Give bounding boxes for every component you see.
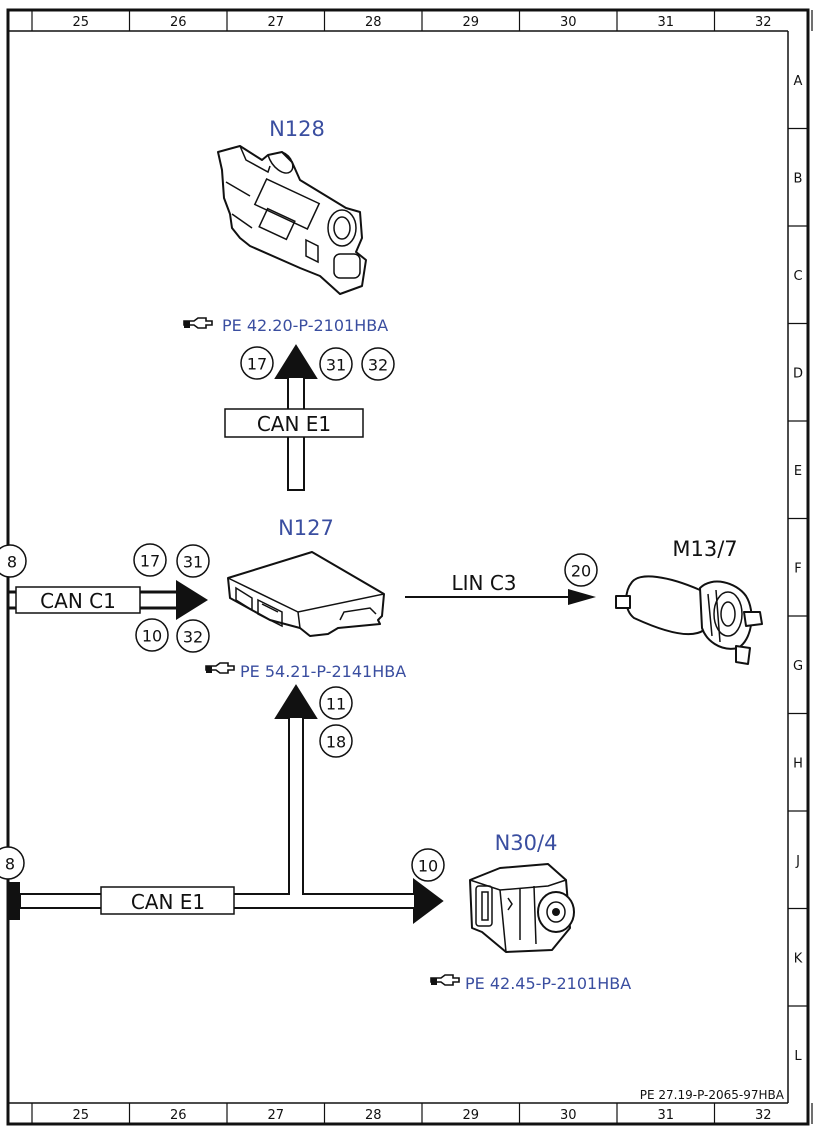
svg-text:18: 18 bbox=[326, 733, 346, 752]
pin-circle: 17 bbox=[133, 543, 167, 577]
svg-text:32: 32 bbox=[368, 356, 388, 375]
row-letter: H bbox=[793, 756, 803, 771]
column-number: 29 bbox=[462, 15, 479, 30]
pin-circle: 10 bbox=[411, 848, 445, 882]
svg-text:31: 31 bbox=[183, 553, 203, 572]
pin-circle: 31 bbox=[319, 347, 353, 381]
row-letter: K bbox=[794, 951, 803, 966]
row-letter: C bbox=[793, 269, 802, 284]
pointing-hand-icon bbox=[183, 317, 213, 329]
document-id: PE 27.19-P-2065-97HBA bbox=[640, 1088, 785, 1102]
pin-circle: 32 bbox=[176, 619, 210, 653]
pin-circle-edge: 8 bbox=[0, 846, 25, 880]
svg-text:10: 10 bbox=[418, 857, 438, 876]
row-letter: J bbox=[795, 854, 800, 869]
row-letter: A bbox=[794, 74, 803, 89]
svg-text:20: 20 bbox=[571, 562, 591, 581]
column-number: 31 bbox=[657, 15, 674, 30]
svg-text:31: 31 bbox=[326, 356, 346, 375]
column-number: 32 bbox=[755, 15, 772, 30]
bus-label-box bbox=[15, 586, 141, 614]
component-label-m13-7: M13/7 bbox=[672, 537, 737, 561]
n30-4-abs-unit-drawing bbox=[469, 863, 575, 953]
pin-circle: 31 bbox=[176, 544, 210, 578]
m13-7-pump-drawing bbox=[615, 575, 763, 665]
column-number: 30 bbox=[560, 1108, 577, 1123]
column-number: 30 bbox=[560, 15, 577, 30]
bus-label-can-e1-bottom: CAN E1 bbox=[131, 890, 205, 914]
column-number: 29 bbox=[462, 1108, 479, 1123]
row-letter: B bbox=[794, 171, 803, 186]
pin-circle: 11 bbox=[319, 686, 353, 720]
n128-module-drawing bbox=[217, 145, 367, 295]
pin-circle-edge: 8 bbox=[0, 544, 27, 578]
bus-label-can-c1: CAN C1 bbox=[40, 589, 116, 613]
column-number: 31 bbox=[657, 1108, 674, 1123]
row-letter: D bbox=[793, 366, 803, 381]
svg-text:17: 17 bbox=[247, 355, 267, 374]
column-ruler-top: 25 26 27 28 29 30 31 32 bbox=[31, 10, 813, 31]
pin-circle: 10 bbox=[135, 618, 169, 652]
pin-circle: 20 bbox=[564, 553, 598, 587]
column-number: 26 bbox=[170, 1108, 187, 1123]
column-number: 28 bbox=[365, 15, 382, 30]
column-number: 25 bbox=[72, 1108, 89, 1123]
column-number: 25 bbox=[72, 15, 89, 30]
component-label-n127: N127 bbox=[278, 516, 334, 540]
pin-circle: 18 bbox=[319, 724, 353, 758]
pin-circle: 17 bbox=[240, 346, 274, 380]
n127-module-drawing bbox=[227, 551, 385, 637]
component-label-n128: N128 bbox=[269, 117, 325, 141]
bus-label-box bbox=[100, 886, 235, 915]
can-e1-bottom-connection bbox=[8, 684, 444, 924]
svg-text:8: 8 bbox=[5, 855, 15, 874]
bus-label-can-e1-top: CAN E1 bbox=[257, 412, 331, 436]
row-letter: G bbox=[793, 659, 803, 674]
svg-text:10: 10 bbox=[142, 627, 162, 646]
ref-n128[interactable]: PE 42.20-P-2101HBA bbox=[222, 316, 388, 335]
row-letter: L bbox=[794, 1049, 802, 1064]
frame-border bbox=[6, 8, 810, 1126]
ref-n30-4[interactable]: PE 42.45-P-2101HBA bbox=[465, 974, 631, 993]
component-label-n30-4: N30/4 bbox=[495, 831, 558, 855]
column-number: 27 bbox=[267, 1108, 284, 1123]
row-letter: E bbox=[794, 464, 802, 479]
svg-text:17: 17 bbox=[140, 552, 160, 571]
pin-circle: 32 bbox=[361, 347, 395, 381]
column-number: 32 bbox=[755, 1108, 772, 1123]
ref-n127[interactable]: PE 54.21-P-2141HBA bbox=[240, 662, 406, 681]
svg-text:8: 8 bbox=[7, 553, 17, 572]
row-letter: F bbox=[794, 561, 801, 576]
column-number: 28 bbox=[365, 1108, 382, 1123]
svg-text:11: 11 bbox=[326, 695, 346, 714]
lin-c3-connection bbox=[405, 589, 596, 605]
pointing-hand-icon bbox=[430, 974, 460, 986]
column-number: 26 bbox=[170, 15, 187, 30]
bus-label-box bbox=[224, 408, 364, 438]
svg-text:32: 32 bbox=[183, 628, 203, 647]
column-number: 27 bbox=[267, 15, 284, 30]
column-ruler-bottom: 25 26 27 28 29 30 31 32 bbox=[31, 1103, 813, 1124]
bus-label-lin-c3: LIN C3 bbox=[451, 571, 516, 595]
row-ruler-right: A B C D E F G H J K L bbox=[788, 74, 808, 1064]
pointing-hand-icon bbox=[205, 662, 235, 674]
